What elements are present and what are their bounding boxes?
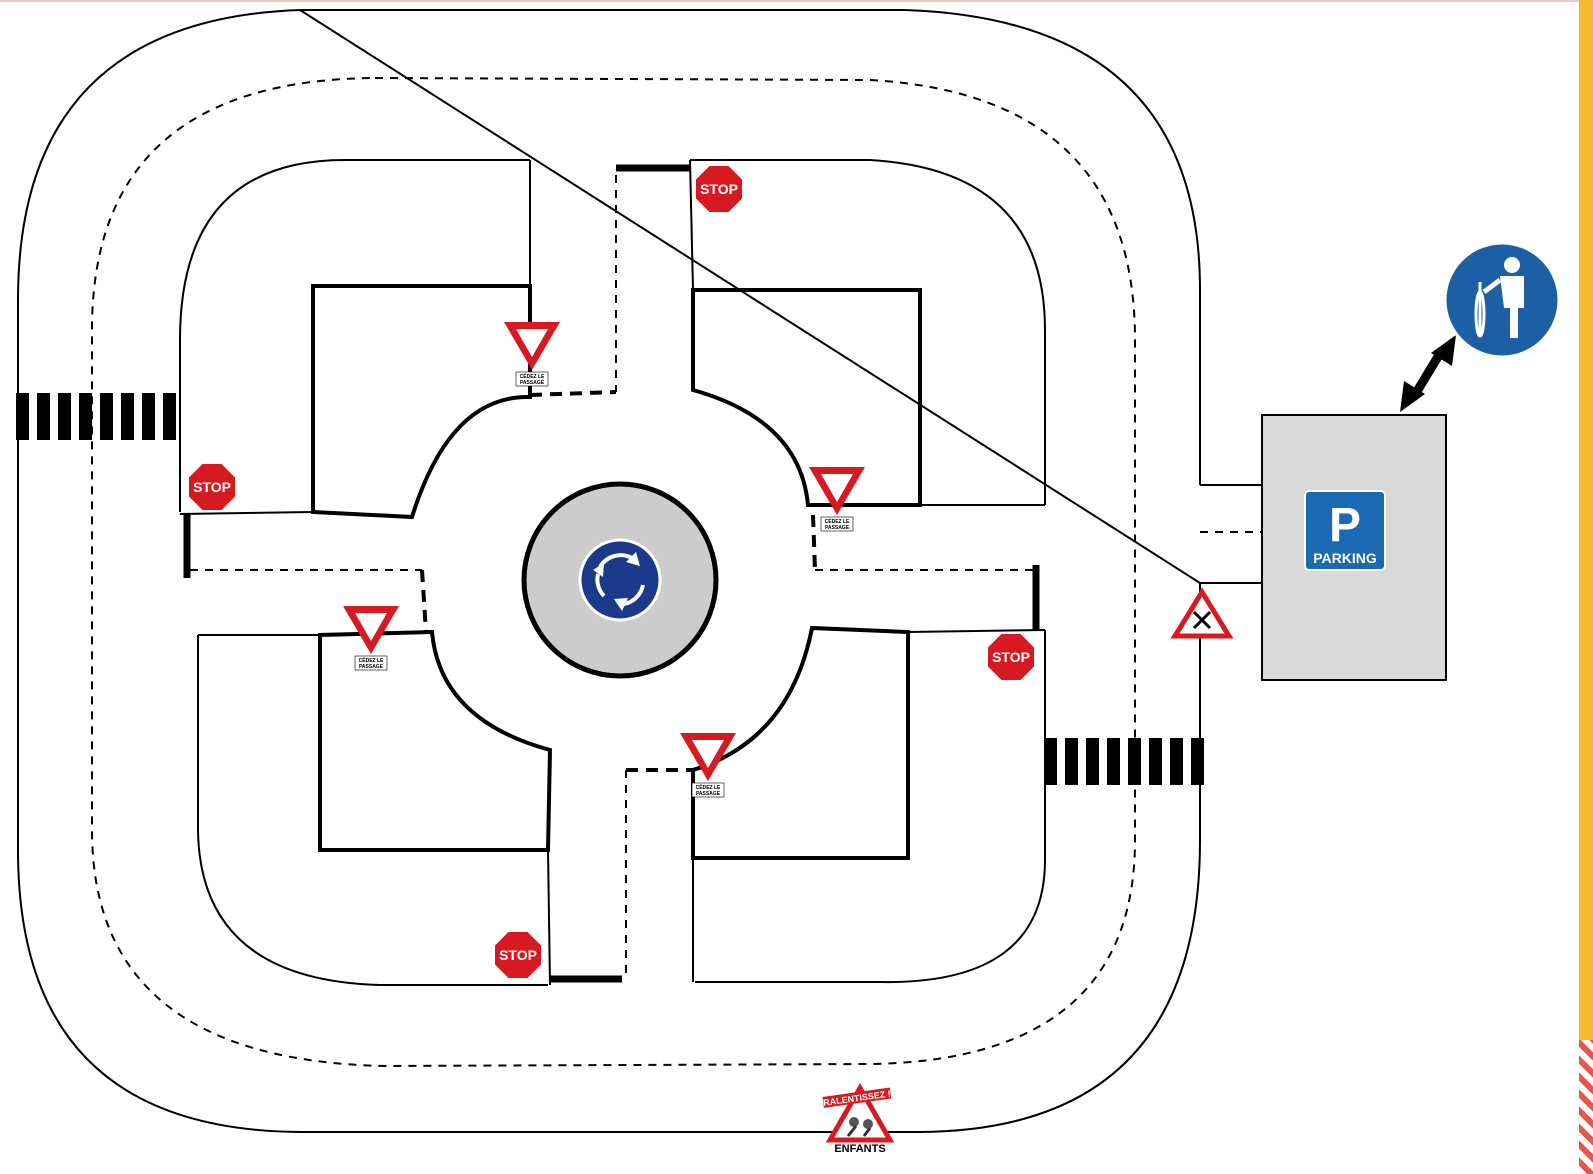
stop-sign-bottom: STOP [493, 930, 543, 980]
block-top-right [691, 288, 922, 507]
parking-letter: P [1329, 499, 1361, 552]
stop-sign-label: STOP [700, 181, 738, 197]
yield-sign-bottom: CÉDEZ LE PASSAGE [680, 733, 736, 798]
crosswalk-right [1044, 738, 1204, 785]
crosswalk-left [16, 393, 176, 440]
arm-top-right-edge [689, 159, 694, 291]
yield-sign-label-2: PASSAGE [520, 380, 545, 386]
inner-dashes [190, 175, 1262, 978]
arm-bottom-left-edge [547, 849, 551, 986]
outer-road-inner-edge [179, 159, 1046, 986]
parking-lot: P PARKING [1261, 414, 1447, 681]
children-label: ENFANTS [834, 1143, 885, 1155]
block-bottom-left [318, 629, 553, 852]
outer-road [17, 8, 1201, 1133]
pedestrian-with-bicycle-icon [1443, 241, 1561, 359]
parking-label: PARKING [1313, 550, 1377, 566]
yield-sign-right: CÉDEZ LE PASSAGE [809, 467, 865, 532]
give-way-lines [420, 390, 817, 772]
cyclist-sign-backing [1560, 245, 1579, 360]
stop-sign-right: STOP [986, 632, 1036, 682]
yield-sign-top: CÉDEZ LE PASSAGE [504, 322, 560, 387]
stop-sign-left: STOP [187, 462, 237, 512]
stop-sign-label: STOP [499, 947, 537, 963]
parking-sign: P PARKING [1304, 490, 1386, 571]
yield-sign-left: CÉDEZ LE PASSAGE [343, 606, 399, 671]
double-headed-arrow-icon [1400, 335, 1456, 412]
stop-sign-label: STOP [193, 479, 231, 495]
crossroads-warning-icon [1170, 587, 1234, 639]
top-edge-banner [0, 0, 1593, 2]
arm-right-bottom-edge [907, 629, 1046, 633]
stop-sign-label: STOP [992, 649, 1030, 665]
yield-sign-label-1: CÉDEZ LE [825, 517, 850, 525]
yield-sign-label-2: PASSAGE [696, 791, 721, 797]
block-top-left [311, 284, 532, 520]
central-island [521, 481, 719, 679]
yield-sign-label-1: CÉDEZ LE [696, 783, 721, 791]
stop-lines [183, 164, 1040, 983]
hatched-strip [1579, 1040, 1593, 1174]
yield-sign-label-2: PASSAGE [825, 525, 850, 531]
outer-road-outer-edge [17, 8, 1201, 1133]
yield-sign-label-1: CÉDEZ LE [359, 656, 384, 664]
inner-roads [179, 159, 1262, 986]
arm-left-top-edge [179, 511, 314, 515]
stop-sign-top: STOP [694, 164, 744, 214]
roundabout-arrows-icon [578, 538, 662, 622]
yield-sign-label-2: PASSAGE [359, 664, 384, 670]
slow-down-children-sign: RALENTISSEZ ! ENFANTS [822, 1082, 895, 1155]
side-strip [1579, 0, 1593, 1174]
yield-sign-label-1: CÉDEZ LE [520, 372, 545, 380]
outer-road-center-dash [91, 76, 1136, 1068]
